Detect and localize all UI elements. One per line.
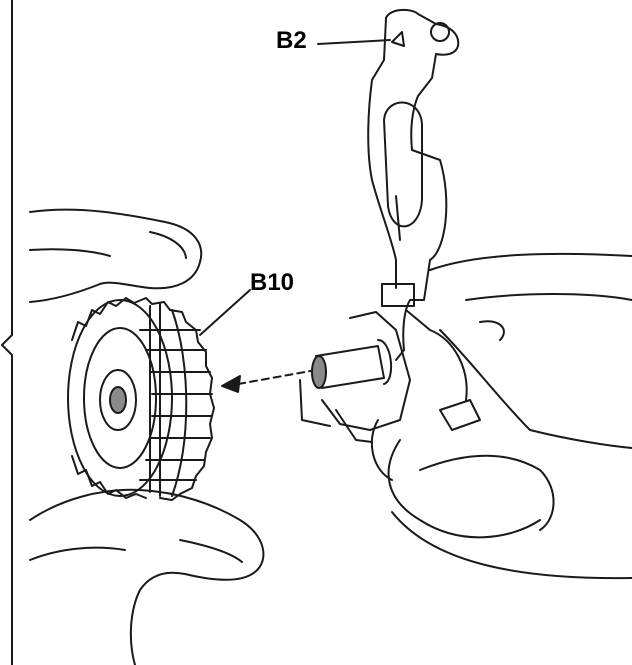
b2-marker-triangle — [391, 31, 405, 47]
gear-front-rim — [67, 299, 173, 497]
lever-pivot-pin — [430, 22, 450, 42]
gear-teeth-outline — [71, 297, 215, 501]
right-hand-housing — [370, 252, 632, 580]
shaft-end — [311, 355, 327, 389]
gear-shaft-hole — [109, 386, 127, 414]
lower-left-hand — [29, 488, 265, 665]
arrow-head — [221, 375, 241, 393]
upper-left-hand — [29, 208, 203, 303]
lever-b2 — [367, 8, 460, 361]
leader-line-b10 — [199, 289, 251, 336]
removal-direction-arrow — [237, 369, 317, 385]
leader-line-b2 — [317, 39, 391, 45]
gear-b10 — [67, 297, 215, 501]
callout-label-b10: B10 — [250, 269, 295, 296]
page-border-line — [1, 0, 13, 665]
lever-slot — [383, 101, 423, 228]
shaft-mechanism — [299, 309, 468, 443]
callout-label-b2: B2 — [276, 27, 307, 54]
